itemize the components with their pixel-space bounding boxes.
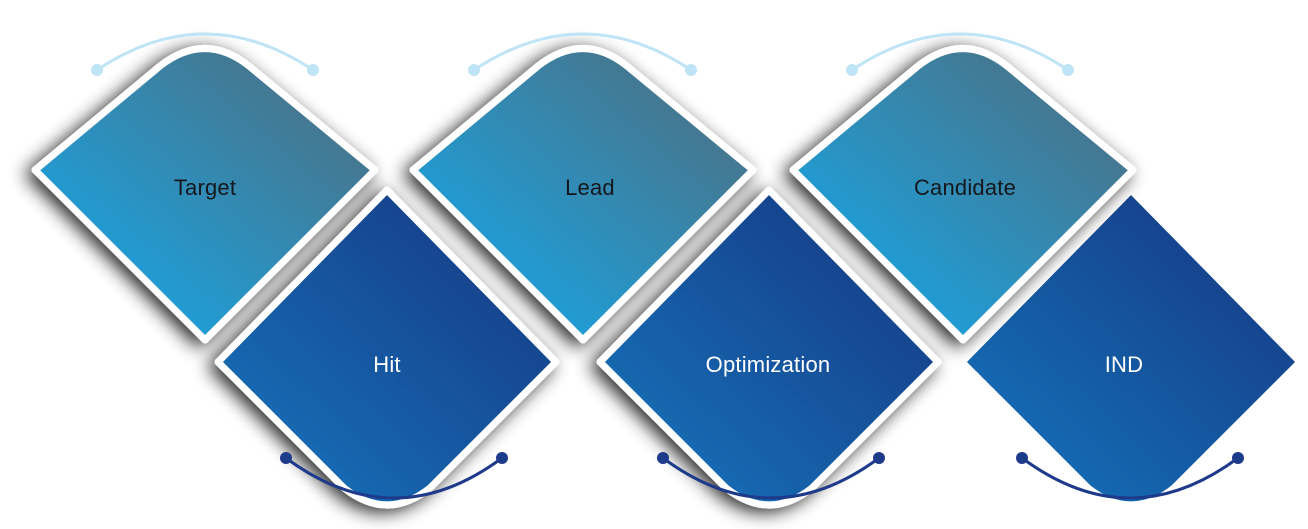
stage-candidate-ind	[789, 32, 1304, 509]
stage-label-target: Target	[173, 175, 237, 200]
optimization-shape	[596, 186, 942, 509]
target-shape	[31, 45, 379, 344]
stage-label-candidate: Candidate	[913, 175, 1017, 200]
stage-label-ind: IND	[1104, 352, 1144, 377]
top-arc-dot	[685, 64, 697, 76]
top-arc-dot	[1062, 64, 1074, 76]
bottom-arc	[662, 456, 880, 500]
top-arc-dot	[307, 64, 319, 76]
candidate-shape	[789, 45, 1137, 344]
lead-shape	[409, 45, 757, 344]
top-arc	[96, 32, 314, 72]
bottom-arc-dot	[496, 452, 508, 464]
ind-shape	[958, 186, 1304, 509]
bottom-arc-dot	[873, 452, 885, 464]
stage-lead-optimization	[409, 32, 942, 509]
top-arc-dot	[91, 64, 103, 76]
stage-label-hit: Hit	[373, 352, 401, 377]
top-arc-dot	[846, 64, 858, 76]
bottom-arc-dot	[657, 452, 669, 464]
top-arc	[851, 32, 1069, 72]
bottom-arc	[285, 456, 503, 500]
bottom-arc-dot	[280, 452, 292, 464]
top-arc-dot	[468, 64, 480, 76]
stage-target-hit	[31, 32, 560, 509]
bottom-arc	[1021, 456, 1239, 500]
stage-label-lead: Lead	[565, 175, 615, 200]
stage-label-optimization: Optimization	[705, 352, 831, 377]
bottom-arc-dot	[1232, 452, 1244, 464]
top-arc	[473, 32, 692, 72]
bottom-arc-dot	[1016, 452, 1028, 464]
